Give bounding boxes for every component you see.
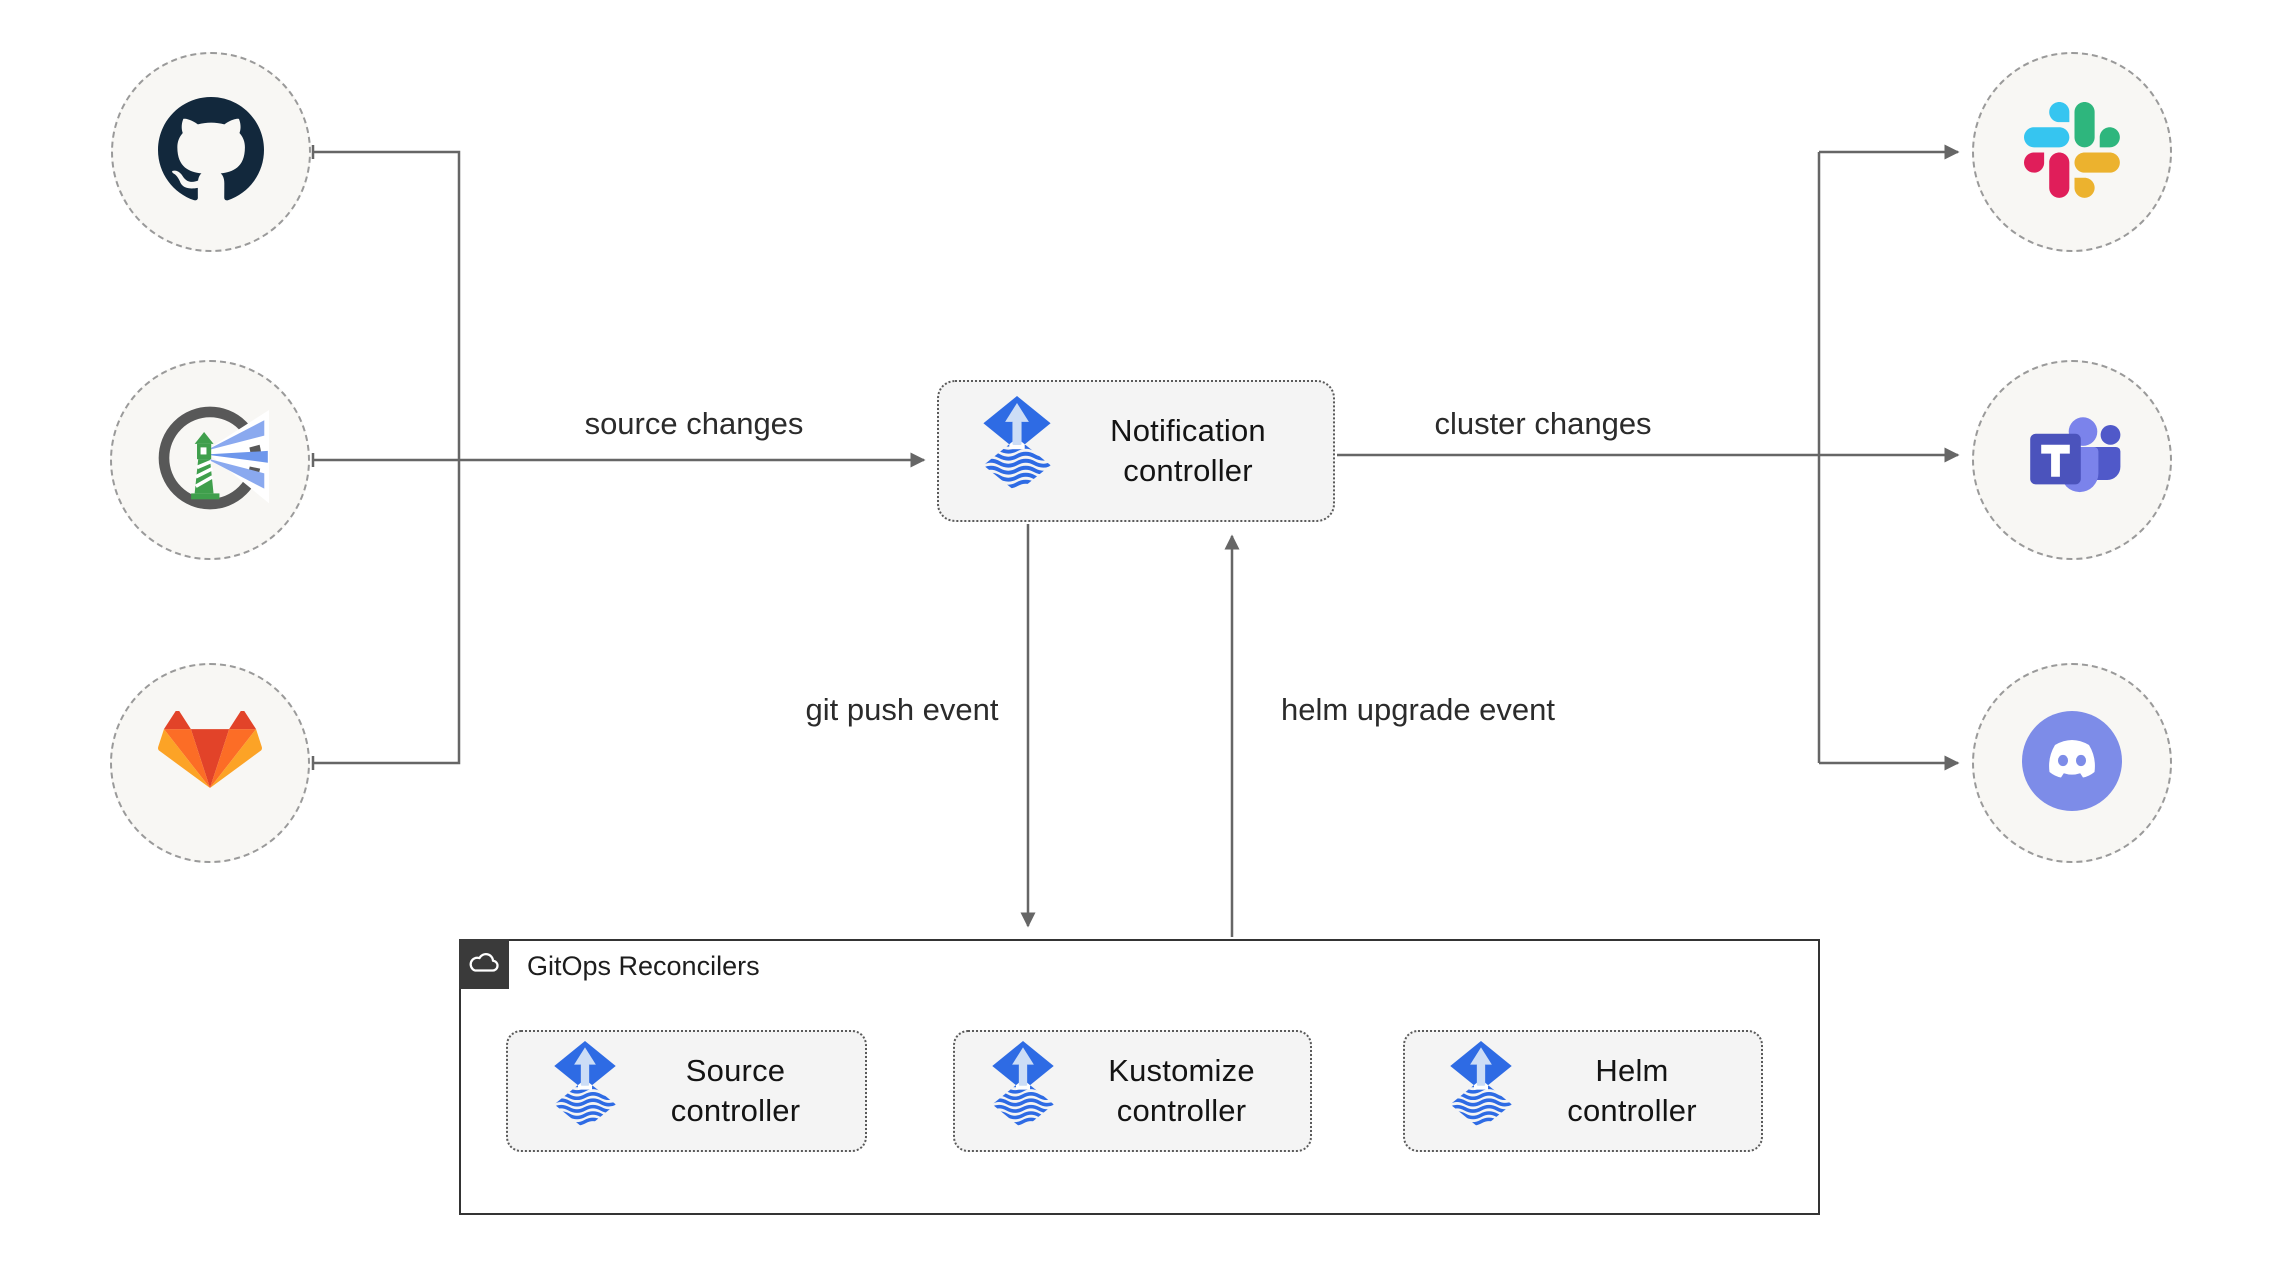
source-controller-node: Source controller xyxy=(506,1030,867,1152)
group-header-badge xyxy=(459,939,509,989)
helm-upgrade-event-label: helm upgrade event xyxy=(1280,692,1556,727)
gitlab-node xyxy=(110,663,310,863)
teams-node xyxy=(1972,360,2172,560)
helm-controller-label: Helm controller xyxy=(1567,1053,1697,1128)
flux-icon xyxy=(991,1040,1055,1142)
notification-controller-node: Notification controller xyxy=(937,380,1335,522)
git-push-event-label: git push event xyxy=(805,692,999,727)
flux-icon xyxy=(982,396,1052,506)
helm-controller-node: Helm controller xyxy=(1403,1030,1763,1152)
discord-icon xyxy=(2022,710,2122,816)
source-controller-label: Source controller xyxy=(670,1053,801,1128)
source-changes-label: source changes xyxy=(584,406,804,441)
github-icon xyxy=(158,96,264,208)
harbor-node xyxy=(110,360,310,560)
flux-icon xyxy=(553,1040,617,1142)
cloud-icon xyxy=(465,948,503,980)
gitops-reconcilers-title: GitOps Reconcilers xyxy=(527,950,760,981)
notification-controller-label: Notification controller xyxy=(1110,413,1266,488)
kustomize-controller-label: Kustomize controller xyxy=(1108,1053,1255,1128)
slack-node xyxy=(1972,52,2172,252)
harbor-icon xyxy=(151,399,272,522)
cluster-changes-label: cluster changes xyxy=(1434,406,1652,441)
microsoft-teams-icon xyxy=(2017,403,2127,518)
discord-node xyxy=(1972,663,2172,863)
slack-icon xyxy=(2024,101,2120,203)
kustomize-controller-node: Kustomize controller xyxy=(953,1030,1312,1152)
gitlab-icon xyxy=(158,709,262,815)
github-node xyxy=(111,52,311,252)
flux-icon xyxy=(1449,1040,1513,1142)
